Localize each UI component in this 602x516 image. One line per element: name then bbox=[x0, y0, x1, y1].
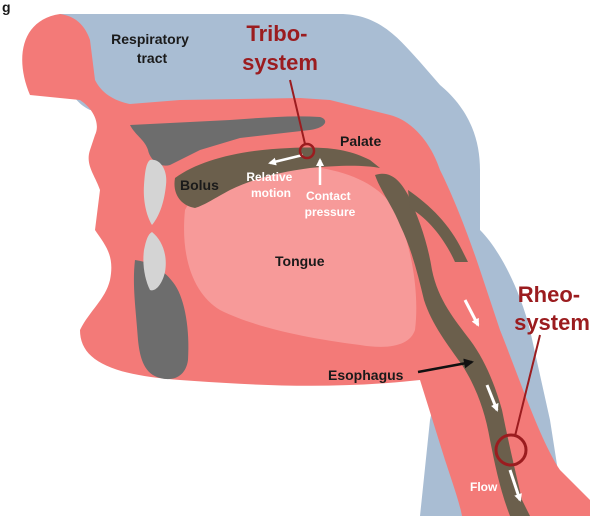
esophagus-label: Esophagus bbox=[328, 367, 404, 383]
tongue-label: Tongue bbox=[275, 253, 325, 269]
palate-label: Palate bbox=[340, 133, 381, 149]
flow-label: Flow bbox=[470, 480, 498, 494]
contact-line-1: Contact bbox=[306, 189, 351, 203]
relative-line-1: Relative bbox=[246, 170, 292, 184]
corner-mark: g bbox=[2, 0, 11, 15]
tribo-line-1: Tribo- bbox=[246, 21, 307, 46]
rheo-line-1: Rheo- bbox=[518, 282, 580, 307]
relative-line-2: motion bbox=[251, 186, 291, 200]
rheo-system-label: Rheo- system bbox=[514, 282, 590, 335]
rheo-line-2: system bbox=[514, 310, 590, 335]
contact-line-2: pressure bbox=[305, 205, 356, 219]
respiratory-line-1: Respiratory bbox=[111, 31, 189, 47]
tribo-line-2: system bbox=[242, 50, 318, 75]
bolus-label: Bolus bbox=[180, 177, 219, 193]
respiratory-line-2: tract bbox=[137, 50, 168, 66]
